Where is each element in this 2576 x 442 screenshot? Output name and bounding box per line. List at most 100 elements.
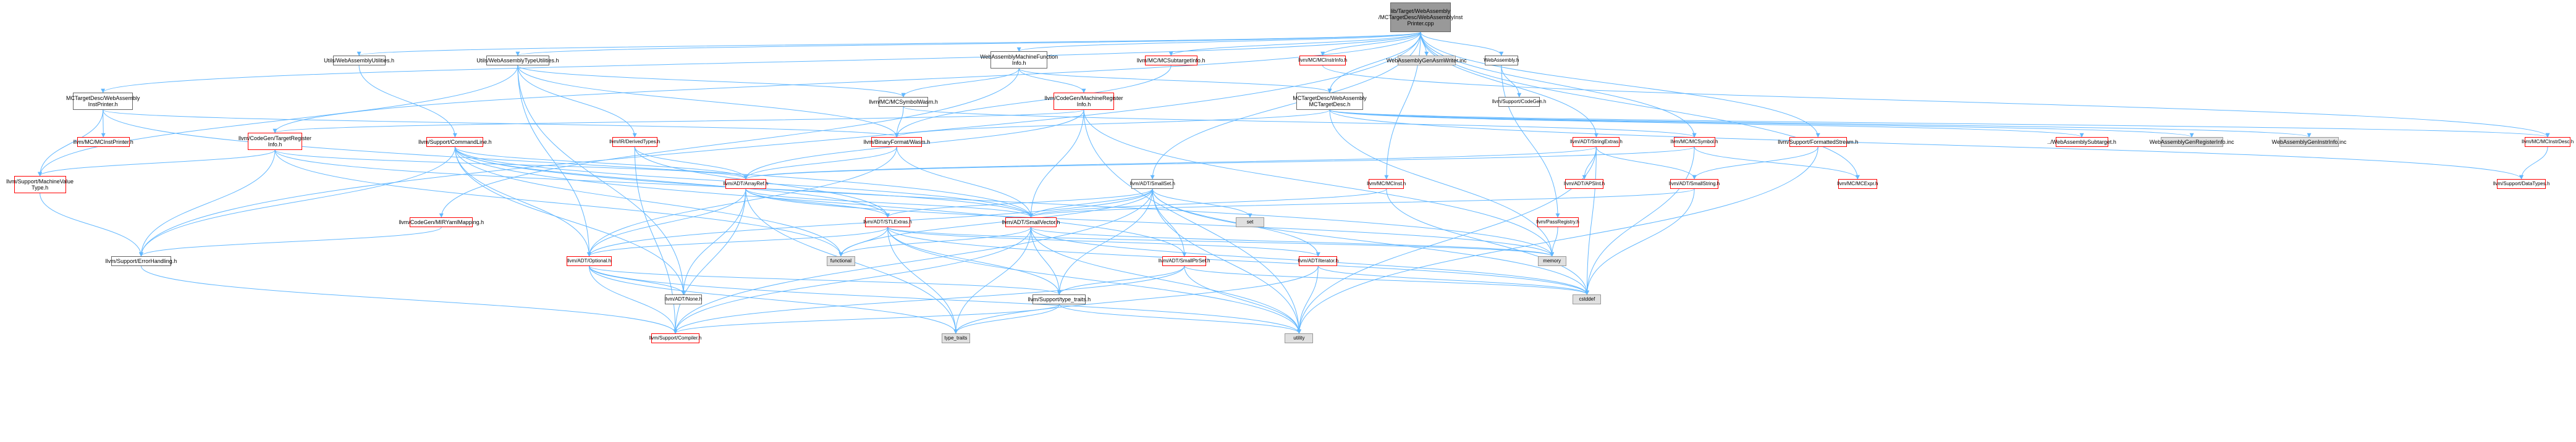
edge-adtopt-to-utility xyxy=(589,265,1301,334)
node-adtse[interactable]: llvm/ADT/StringExtras.h xyxy=(1570,137,1623,147)
node-supdt[interactable]: llvm/Support/DataTypes.h xyxy=(2493,179,2549,189)
node-adtsps[interactable]: llvm/ADT/SmallPtrSet.h xyxy=(1159,256,1210,266)
node-mcinst[interactable]: llvm/MC/MCInst.h xyxy=(1367,179,1406,189)
node-label: llvm/Support/FormattedStream.h xyxy=(1778,139,1859,145)
edge-watuh-to-adtopt xyxy=(517,65,592,257)
node-mcwip[interactable]: MCTargetDesc/WebAssembly InstPrinter.h xyxy=(66,93,140,110)
node-root[interactable]: lib/Target/WebAssembly /MCTargetDesc/Web… xyxy=(1379,2,1463,32)
node-wauh[interactable]: Utils/WebAssemblyUtilities.h xyxy=(324,56,394,65)
edge-adtsv-to-utility xyxy=(1030,227,1301,334)
node-label: llvm/MC/MCInstPrinter.h xyxy=(73,139,133,145)
node-adtsstr[interactable]: llvm/ADT/SmallString.h xyxy=(1669,179,1720,189)
node-mcsym[interactable]: llvm/MC/MCSymbol.h xyxy=(1671,137,1718,147)
edge-adtit-to-utility xyxy=(1296,265,1319,334)
node-label: llvm/CodeGen/MIRYamlMapping.h xyxy=(399,219,484,225)
node-supeh[interactable]: llvm/Support/ErrorHandling.h xyxy=(106,256,177,266)
edge-supcl-to-adtar xyxy=(454,146,748,180)
node-functional[interactable]: functional xyxy=(826,256,855,266)
node-mcii[interactable]: llvm/MC/MCInstrInfo.h xyxy=(1298,56,1347,65)
node-adtopt[interactable]: llvm/ADT/Optional.h xyxy=(567,256,612,266)
edge-root-to-mcii xyxy=(1320,31,1421,56)
node-adtsv[interactable]: llvm/ADT/SmallVector.h xyxy=(1002,217,1060,227)
node-wagen[interactable]: WebAssemblyGenAsmWriter.inc xyxy=(1387,56,1467,65)
node-label: llvm/ADT/APSInt.h xyxy=(1564,181,1605,186)
edge-wauh-to-supcl xyxy=(358,65,457,138)
edge-root-to-supeh xyxy=(139,31,1421,257)
node-label: llvm/Support/CommandLine.h xyxy=(418,139,492,145)
node-utility[interactable]: utility xyxy=(1285,333,1314,343)
edge-root-to-wah xyxy=(1420,31,1504,56)
node-label: llvm/MC/MCInst.h xyxy=(1367,181,1406,186)
edge-adtss-to-adtsv xyxy=(1028,188,1153,218)
node-adtit[interactable]: llvm/ADT/iterator.h xyxy=(1298,256,1338,266)
edge-mcwip-to-adtsv xyxy=(103,109,1033,218)
node-cgtri[interactable]: llvm/CodeGen/TargetRegister Info.h xyxy=(239,133,311,150)
node-wagri[interactable]: WebAssemblyGenRegisterInfo.inc xyxy=(2150,137,2234,147)
node-adtnone[interactable]: llvm/ADT/None.h xyxy=(665,294,702,304)
edge-watuh-to-supmvt xyxy=(38,65,518,177)
node-label: llvm/MC/MCSubtargetInfo.h xyxy=(1136,57,1206,64)
edge-root-to-wauh xyxy=(357,31,1421,56)
edge-adtopt-to-typetraits xyxy=(589,265,958,334)
node-cgmri[interactable]: llvm/CodeGen/MachineRegister Info.h xyxy=(1044,93,1123,110)
edge-mctd-to-binw xyxy=(894,109,1330,138)
edge-adtar-to-adtopt xyxy=(587,188,746,257)
node-adtapsi[interactable]: llvm/ADT/APSInt.h xyxy=(1564,179,1605,189)
node-irdt[interactable]: llvm/IR/DerivedTypes.h xyxy=(609,137,660,147)
node-adtar[interactable]: llvm/ADT/ArrayRef.h xyxy=(724,179,768,189)
node-supcomp[interactable]: llvm/Support/Compiler.h xyxy=(649,333,701,343)
edge-cgtri-to-supmvt xyxy=(38,149,276,177)
edge-suptt-to-typetraits xyxy=(953,304,1060,334)
node-mcexpr[interactable]: llvm/MC/MCExpr.h xyxy=(1837,179,1878,189)
edge-cgmri-to-adtsv xyxy=(1028,109,1084,218)
node-label: llvm/ADT/SmallPtrSet.h xyxy=(1158,258,1210,264)
node-label: WebAssemblyGenInstrInfo.inc xyxy=(2271,139,2347,145)
node-label: llvm/MC/MCInstrDesc.h xyxy=(2522,139,2574,144)
node-suptt[interactable]: llvm/Support/type_traits.h xyxy=(1028,294,1091,304)
node-label: llvm/ADT/SmallString.h xyxy=(1669,181,1720,186)
edge-adtse-to-cstddef xyxy=(1584,146,1597,295)
node-cstddef[interactable]: cstddef xyxy=(1573,294,1602,304)
edge-root-to-mcwip xyxy=(101,31,1421,93)
node-passreg[interactable]: llvm/PassRegistry.h xyxy=(1536,217,1579,227)
node-wah[interactable]: WebAssembly.h xyxy=(1484,56,1519,65)
edge-passreg-to-memory xyxy=(1550,227,1558,257)
edge-supcl-to-adtnone xyxy=(454,146,686,295)
edge-wamfi-to-mcsymw xyxy=(901,68,1020,98)
edge-cgtri-to-adtar xyxy=(274,149,748,180)
node-label: llvm/ADT/SmallSet.h xyxy=(1130,181,1175,186)
node-wamfi[interactable]: WebAssemblyMachineFunction Info.h xyxy=(980,51,1058,69)
node-typetraits[interactable]: type_traits xyxy=(941,333,970,343)
node-adtstl[interactable]: llvm/ADT/STLExtras.h xyxy=(863,217,912,227)
edge-adtstl-to-cstddef xyxy=(887,227,1589,295)
node-set[interactable]: set xyxy=(1236,217,1265,227)
node-cgmir[interactable]: llvm/CodeGen/MIRYamlMapping.h xyxy=(399,217,484,227)
edge-supcl-to-adtstl xyxy=(454,146,890,218)
edge-irdt-to-supcomp xyxy=(634,146,678,334)
node-adtss[interactable]: llvm/ADT/SmallSet.h xyxy=(1130,179,1175,189)
node-mcsub[interactable]: llvm/MC/MCSubtargetInfo.h xyxy=(1137,56,1205,65)
node-supfs[interactable]: llvm/Support/FormattedStream.h xyxy=(1778,137,1858,147)
edge-cgtri-to-supeh xyxy=(138,149,276,257)
edge-mctd-to-mcid xyxy=(1329,109,2550,138)
edge-adtstl-to-suptt xyxy=(887,227,1062,295)
node-watuh[interactable]: Utils/WebAssemblyTypeUtilities.h xyxy=(476,56,559,65)
node-binw[interactable]: llvm/BinaryFormat/Wasm.h xyxy=(863,137,930,147)
edge-wamfi-to-cgmri xyxy=(1018,68,1086,93)
node-label: WebAssemblyGenRegisterInfo.inc xyxy=(2149,139,2234,145)
edge-cgmri-to-utility xyxy=(1083,109,1301,334)
node-mcsymw[interactable]: llvm/MC/MCSymbolWasm.h xyxy=(869,97,938,107)
node-mctd[interactable]: MCTargetDesc/WebAssembly MCTargetDesc.h xyxy=(1293,93,1367,110)
node-supcg[interactable]: llvm/Support/CodeGen.h xyxy=(1492,97,1546,107)
node-supcl[interactable]: llvm/Support/CommandLine.h xyxy=(418,137,492,147)
node-mcip[interactable]: llvm/MC/MCInstPrinter.h xyxy=(73,137,133,147)
edge-suptt-to-utility xyxy=(1058,304,1301,334)
edge-binw-to-adtsv xyxy=(896,146,1033,218)
node-label: llvm/CodeGen/TargetRegister Info.h xyxy=(238,135,312,148)
edge-supeh-to-supcomp xyxy=(140,265,678,334)
node-wagii[interactable]: WebAssemblyGenInstrInfo.inc xyxy=(2272,137,2347,147)
node-supmvt[interactable]: llvm/Support/MachineValue Type.h xyxy=(6,176,74,193)
node-memory[interactable]: memory xyxy=(1537,256,1566,266)
node-mcid[interactable]: llvm/MC/MCInstrDesc.h xyxy=(2522,137,2574,147)
node-wast[interactable]: ../WebAssemblySubtarget.h xyxy=(2047,137,2116,147)
